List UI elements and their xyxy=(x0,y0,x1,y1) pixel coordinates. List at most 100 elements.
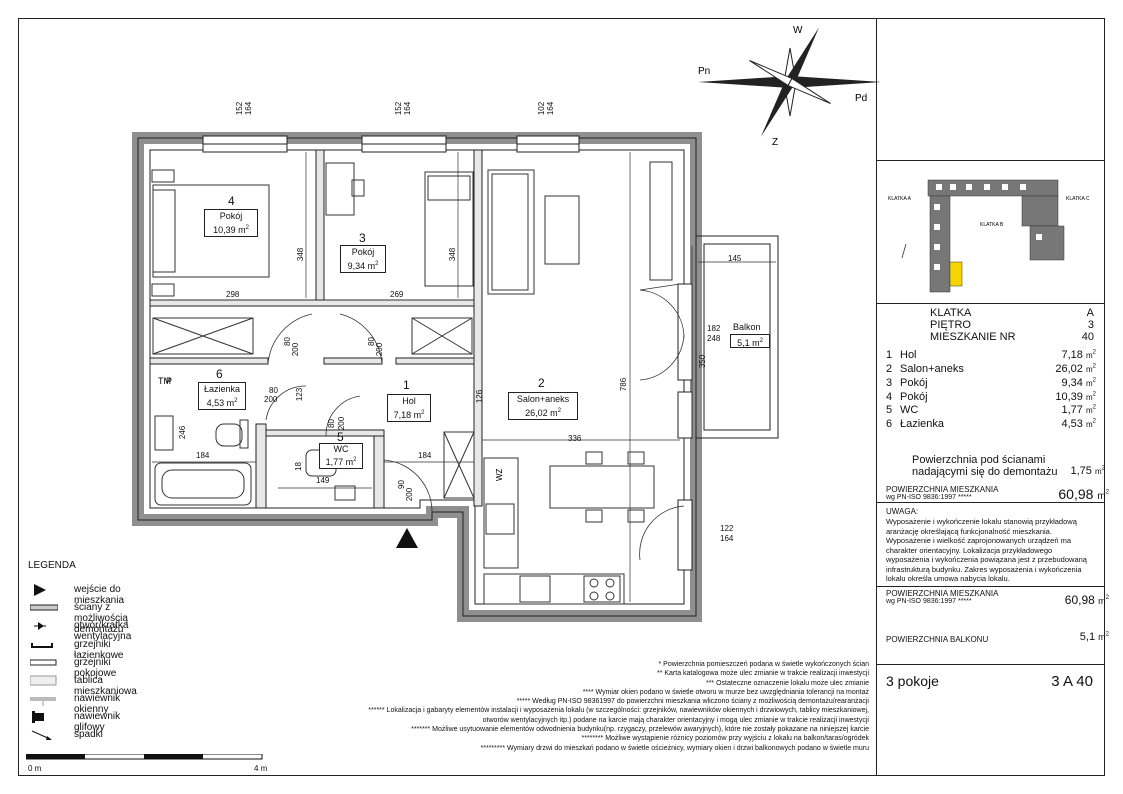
legend-demountable-walls-label: ściany z możliwością demontażu xyxy=(74,602,128,635)
footnote-10: ********* Wymiary drzwi do mieszkań poda… xyxy=(480,744,869,752)
dim-184-b: 184 xyxy=(418,451,432,460)
keyplan-klatka-c: KLATKA C xyxy=(1066,196,1090,202)
footnote-2: ** Karta katalogowa może ulec zmianie w … xyxy=(656,670,869,678)
divider-4 xyxy=(876,586,1105,587)
dim-350: 350 xyxy=(698,354,708,369)
dim-152-b: 152 xyxy=(394,101,404,116)
notice-title: UWAGA: xyxy=(886,507,919,516)
footnote-5: ***** Według PN-ISO 98361997 do powierzc… xyxy=(516,698,869,706)
legend-bathroom-radiator-label: grzejniki łazienkowe xyxy=(74,639,124,661)
dim-80-d: 80 xyxy=(326,419,336,428)
ventilation-icon xyxy=(34,622,46,630)
room-6-area: 4,53 m xyxy=(206,398,235,408)
sheet-frame xyxy=(18,18,1105,776)
total-area-value: 60,98 m2 xyxy=(1058,486,1109,502)
compass-z: Z xyxy=(772,137,778,148)
notice-text: Wyposażenie i wykończenie lokalu stanowi… xyxy=(886,517,1087,583)
dim-182: 182 xyxy=(707,324,721,333)
room-4-box: Pokój 10,39 m2 xyxy=(204,209,258,237)
legend-entrance-label: wejście do mieszkania xyxy=(74,584,125,606)
footnote-8: ******* Możliwe usytuowanie elementów od… xyxy=(411,726,869,734)
dim-200-c: 200 xyxy=(264,395,278,404)
apartment-nr-value: 40 xyxy=(1081,331,1094,343)
legend-title: LEGENDA xyxy=(28,560,76,571)
slope-icon xyxy=(31,730,52,740)
balcony-area-label: POWIERZCHNIA BALKONU xyxy=(886,635,989,644)
floor-plan: TM WZ xyxy=(132,132,779,622)
demountable-wall-icon xyxy=(30,604,58,611)
wall-area-label-1: Powierzchnia pod ścianami xyxy=(912,454,1046,466)
panel-divider xyxy=(876,18,877,776)
dim-200-d: 200 xyxy=(337,416,347,431)
room-2-area: 26,02 m xyxy=(525,408,558,418)
room-3-name: Pokój xyxy=(351,247,375,257)
dim-248: 248 xyxy=(707,334,721,343)
panel-tm-label: TM xyxy=(158,376,171,386)
dim-348-a: 348 xyxy=(296,247,306,262)
panel-icon xyxy=(30,675,57,686)
dim-164-a: 164 xyxy=(244,101,254,116)
compass-pn: Pn xyxy=(698,66,710,77)
room-6-number: 6 xyxy=(216,367,223,381)
dim-164-c: 164 xyxy=(546,101,556,116)
footnote-3: *** Ostateczne oznaczenie lokalu może ul… xyxy=(705,679,869,687)
footnote-7: otworów wentylacyjnych itp.) podane na k… xyxy=(482,716,869,724)
room-6-name: Łazienka xyxy=(203,384,241,394)
dim-126: 126 xyxy=(475,389,485,404)
footnote-6: ****** Lokalizacja i gabaryty elementów … xyxy=(368,707,869,715)
dim-298: 298 xyxy=(226,290,240,299)
legend-panel-label: tablica mieszkaniowa xyxy=(74,675,137,697)
room-radiator-icon xyxy=(30,659,57,666)
dim-200-b: 200 xyxy=(375,342,385,357)
area2-sub: wg PN-ISO 9836:1997 ***** xyxy=(886,598,972,605)
total-area-sub: wg PN-ISO 9836:1997 ***** xyxy=(886,494,972,501)
area2-label: POWIERZCHNIA MIESZKANIA xyxy=(886,589,999,598)
keyplan-klatka-a: KLATKA A xyxy=(888,196,912,202)
room-5-number: 5 xyxy=(337,430,344,444)
scale-end: 4 m xyxy=(254,764,268,773)
legend-ventilation-label: otwór/kratka wentylacyjna xyxy=(74,620,132,642)
dim-786: 786 xyxy=(619,377,629,392)
dim-123: 123 xyxy=(295,387,305,402)
dim-164-b: 164 xyxy=(403,101,413,116)
compass-rose: W Pn Pd Z xyxy=(698,25,880,148)
keyplan-klatka-b: KLATKA B xyxy=(980,222,1004,228)
balcony-box: 5,1 m2 xyxy=(730,334,770,348)
room-4-number: 4 xyxy=(228,194,235,208)
ventilation-label: WZ xyxy=(495,468,504,481)
compass-pd: Pd xyxy=(855,93,867,104)
room-2-number: 2 xyxy=(538,376,545,390)
apartment-nr-label: MIESZKANIE NR xyxy=(930,331,1016,343)
dim-164-d: 164 xyxy=(720,534,734,543)
room-5-name: WC xyxy=(333,444,349,454)
room-1-name: Hol xyxy=(402,396,416,406)
area2-value: 60,98 m2 xyxy=(1064,593,1109,607)
divider-3 xyxy=(876,502,1105,503)
room-3-area: 9,34 m xyxy=(347,261,376,271)
dim-18: 18 xyxy=(293,462,303,471)
panel-p-label: P xyxy=(166,376,173,386)
footnotes: * Powierzchnia pomieszczeń podana w świe… xyxy=(368,660,869,753)
dim-336: 336 xyxy=(568,434,582,443)
room-6-box: Łazienka 4,53 m2 xyxy=(198,382,246,410)
dim-184-a: 184 xyxy=(196,451,210,460)
dim-246: 246 xyxy=(178,425,188,440)
pietro-label: PIĘTRO xyxy=(930,319,971,331)
dim-122: 122 xyxy=(720,524,734,533)
legend-room-radiator-label: grzejniki pokojowe xyxy=(74,657,117,679)
room-1-box: Hol 7,18 m2 xyxy=(387,394,431,422)
dim-102: 102 xyxy=(537,101,547,116)
room-1-number: 1 xyxy=(403,378,410,392)
klatka-label: KLATKA xyxy=(930,307,972,319)
klatka-value: A xyxy=(1086,307,1094,319)
dim-149: 149 xyxy=(316,476,330,485)
room-5-area: 1,77 m xyxy=(325,457,354,467)
dim-152-a: 152 xyxy=(235,101,245,116)
dim-269: 269 xyxy=(390,290,404,299)
glif-vent-icon xyxy=(32,711,44,723)
legend-glif-vent-label: nawiewnik glifowy xyxy=(74,711,121,733)
